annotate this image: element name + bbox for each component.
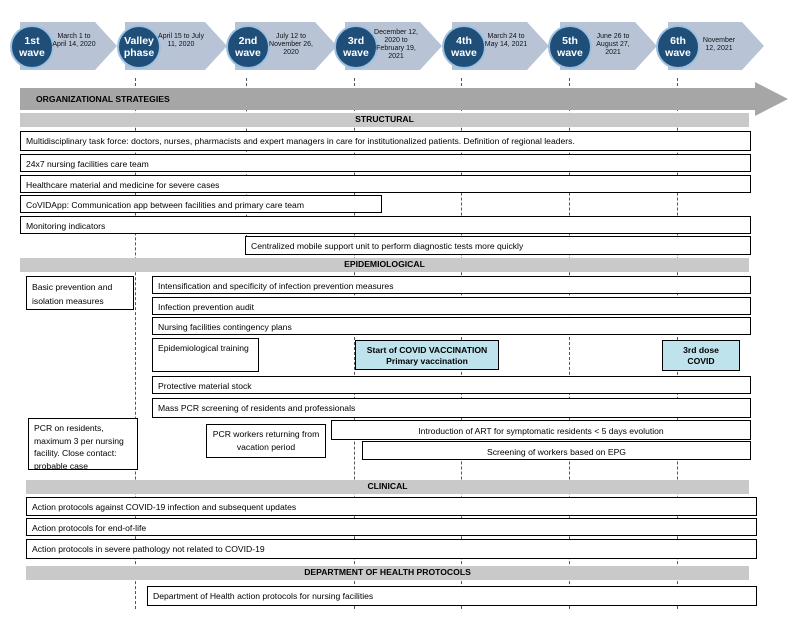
phase-label: 1st wave (19, 35, 45, 59)
third-dose-box: 3rd dose COVID (662, 340, 740, 371)
phase-circle-4: 3rd wave (334, 25, 378, 69)
org-title: ORGANIZATIONAL STRATEGIES (36, 94, 170, 104)
phase-circle-7: 6th wave (656, 25, 700, 69)
phase-label: 2nd wave (235, 35, 261, 59)
phase-circle-1: 1st wave (10, 25, 54, 69)
end-of-life-box: Action protocols for end-of-life (26, 518, 757, 536)
phase-dates: March 1 to April 14, 2020 (52, 33, 96, 48)
mobile-unit-box: Centralized mobile support unit to perfo… (245, 236, 751, 255)
audit-box: Infection prevention audit (152, 297, 751, 315)
basic-prevention-box: Basic prevention and isolation measures (26, 276, 134, 310)
epg-box: Screening of workers based on EPG (362, 441, 751, 460)
section-clinical: CLINICAL (26, 480, 749, 494)
mass-pcr-box: Mass PCR screening of residents and prof… (152, 398, 751, 418)
protective-stock-box: Protective material stock (152, 376, 751, 394)
phase-dates: April 15 to July 11, 2020 (158, 33, 204, 48)
vaccination-box: Start of COVID VACCINATION Primary vacci… (355, 340, 499, 370)
covidapp-box: CoVIDApp: Communication app between faci… (20, 195, 382, 213)
phase-label: 6th wave (665, 35, 691, 59)
pcr-residents-box: PCR on residents, maximum 3 per nursing … (28, 418, 138, 470)
org-arrow (20, 82, 788, 116)
phase-circle-6: 5th wave (548, 25, 592, 69)
vaccination-subtitle: Primary vaccination (386, 356, 468, 366)
phase-dates: July 12 to November 26, 2020 (269, 33, 313, 56)
section-protocols: DEPARTMENT OF HEALTH PROTOCOLS (26, 566, 749, 580)
art-box: Introduction of ART for symptomatic resi… (331, 420, 751, 440)
phase-label: 3rd wave (343, 35, 369, 59)
pcr-workers-box: PCR workers returning from vacation peri… (206, 424, 326, 458)
epi-training-box: Epidemiological training (152, 338, 259, 372)
phase-divider (135, 78, 136, 609)
monitoring-box: Monitoring indicators (20, 216, 751, 234)
severe-pathology-box: Action protocols in severe pathology not… (26, 539, 757, 559)
phase-divider (354, 78, 355, 609)
material-box: Healthcare material and medicine for sev… (20, 175, 751, 193)
timeline: 1st wave March 1 to April 14, 2020 Valle… (0, 0, 800, 80)
phase-dates: June 26 to August 27, 2021 (596, 33, 630, 56)
care-team-box: 24x7 nursing facilities care team (20, 154, 751, 172)
phase-label: 5th wave (557, 35, 583, 59)
phase-dates: December 12, 2020 to February 19, 2021 (374, 29, 418, 60)
task-force-box: Multidisciplinary task force: doctors, n… (20, 131, 751, 151)
phase-circle-5: 4th wave (442, 25, 486, 69)
phase-divider (569, 78, 570, 609)
phase-dates: March 24 to May 14, 2021 (484, 33, 528, 48)
phase-circle-3: 2nd wave (226, 25, 270, 69)
section-structural: STRUCTURAL (20, 113, 749, 127)
intensification-box: Intensification and specificity of infec… (152, 276, 751, 294)
phase-label: Valley phase (123, 35, 155, 59)
phase-dates: November 12, 2021 (702, 37, 736, 52)
vaccination-title: Start of COVID VACCINATION (366, 345, 488, 355)
doh-protocols-box: Department of Health action protocols fo… (147, 586, 757, 606)
action-covid-box: Action protocols against COVID-19 infect… (26, 497, 757, 516)
section-epidemiological: EPIDEMIOLOGICAL (20, 258, 749, 272)
phase-label: 4th wave (451, 35, 477, 59)
contingency-box: Nursing facilities contingency plans (152, 317, 751, 335)
phase-circle-2: Valley phase (117, 25, 161, 69)
